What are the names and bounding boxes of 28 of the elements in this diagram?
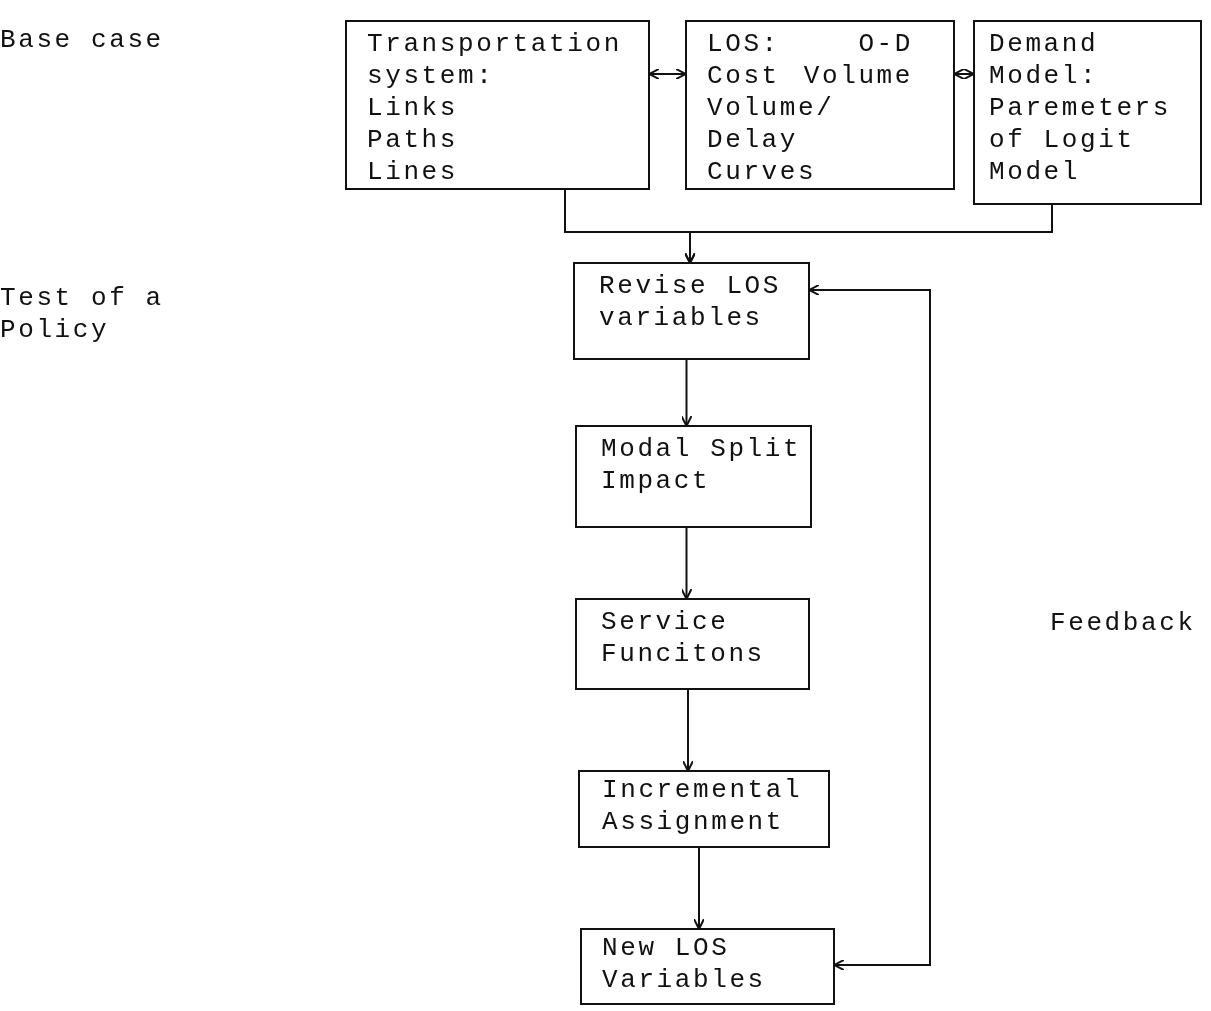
process-box <box>573 262 810 360</box>
process-box <box>578 770 830 848</box>
box-text: Modal Split Impact <box>601 433 803 497</box>
box-text: Links <box>367 92 459 124</box>
box-text: Paths <box>367 124 459 156</box>
process-box <box>580 928 835 1005</box>
box-text: Transportation system: <box>367 28 623 92</box>
box-text: Incremental Assignment <box>602 774 804 838</box>
box-text: Demand Model: Paremeters of Logit Model <box>989 28 1173 188</box>
process-box <box>575 598 810 690</box>
arrow <box>680 527 693 600</box>
box-text: Service Funcitons <box>601 606 766 670</box>
arrow <box>682 689 694 772</box>
box-text: Volume/ Delay Curves <box>707 92 836 188</box>
process-box <box>345 20 650 190</box>
arrow <box>680 359 693 427</box>
box-text: LOS: O-D <box>707 28 913 60</box>
process-box <box>575 425 812 528</box>
arrow <box>684 204 1053 264</box>
side-label: Base case <box>0 24 165 56</box>
box-text: New LOS Variables <box>602 932 767 996</box>
process-box <box>685 20 955 190</box>
arrow <box>693 847 705 930</box>
box-text: Lines <box>367 156 459 188</box>
box-text: Cost Volume <box>707 60 913 92</box>
side-label: Test of a Policy <box>0 282 165 346</box>
box-text: Revise LOS variables <box>599 270 783 334</box>
process-box <box>973 20 1202 205</box>
